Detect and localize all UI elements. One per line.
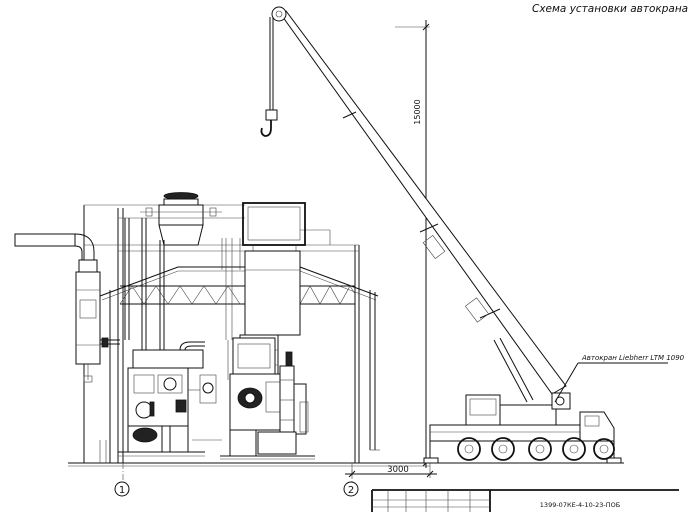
dimension-3000-label: 3000 <box>387 465 409 475</box>
axis-label-2: 2 <box>348 485 354 496</box>
crane-hook <box>260 6 287 137</box>
roof-truss-left <box>119 285 245 305</box>
dimension-15000: 15000 <box>395 20 430 468</box>
vertical-pipes <box>124 218 233 380</box>
stamp-code: 1399-07КЕ-4-10-23-ПОБ <box>540 501 620 509</box>
rooftop-fan-unit <box>140 192 222 246</box>
engine-unit-right <box>220 337 315 460</box>
dimension-15000-label: 15000 <box>413 99 422 124</box>
ground-line <box>68 462 624 467</box>
engine-unit-left <box>118 341 222 457</box>
roof-truss-right <box>299 285 356 305</box>
exhaust-silencer <box>14 233 120 383</box>
rooftop-radiator <box>242 202 306 251</box>
axis-line-1: 1 <box>114 463 130 497</box>
axis-label-1: 1 <box>119 485 125 496</box>
crane-label: Автокран Liebherr LTM 1090 <box>554 354 685 403</box>
crane-carrier <box>423 392 622 464</box>
dimension-3000: 3000 <box>345 463 437 478</box>
crane-boom <box>279 10 567 403</box>
crane-label-text: Автокран Liebherr LTM 1090 <box>581 354 685 362</box>
drawing-title: Схема установки автокрана <box>532 3 688 15</box>
title-block: 1399-07КЕ-4-10-23-ПОБ <box>371 489 679 512</box>
